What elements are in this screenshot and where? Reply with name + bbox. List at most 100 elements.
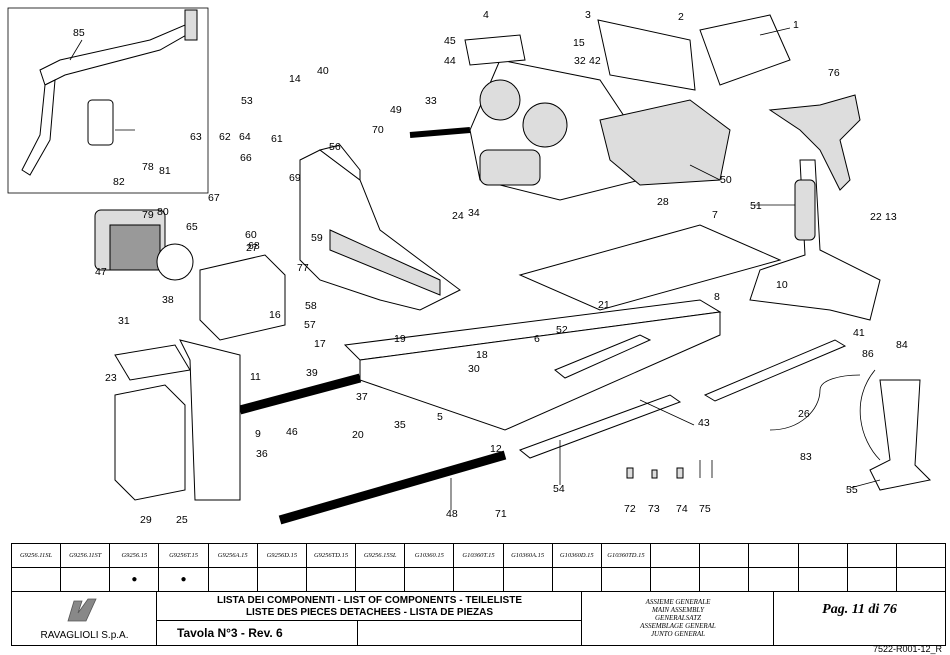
svg-text:72: 72 [624, 503, 636, 515]
code-cell [846, 543, 897, 568]
svg-text:54: 54 [553, 483, 565, 495]
applicability-marks-row: ● ● [10, 567, 947, 592]
svg-text:7: 7 [712, 209, 718, 221]
svg-text:83: 83 [800, 451, 812, 463]
code-cell: G9256TD.15 [305, 543, 357, 568]
mark-cell [748, 567, 799, 592]
svg-text:86: 86 [862, 348, 874, 360]
company-name: RAVAGLIOLI S.p.A. [40, 630, 129, 641]
svg-text:30: 30 [468, 363, 480, 375]
svg-text:16: 16 [269, 309, 281, 321]
page-number: Pag. 11 di 76 [822, 602, 897, 617]
model-codes-table: G9256.11SL G9256.11ST G9256.15 G9256T.15… [10, 543, 947, 592]
mark-cell [256, 567, 307, 592]
svg-text:55: 55 [846, 484, 858, 496]
assembly-label: ASSIEME GENERALE [645, 598, 711, 606]
table-revision: Tavola N°3 - Rev. 6 [177, 626, 283, 640]
svg-text:79: 79 [142, 209, 154, 221]
profile-41-drawing [703, 339, 847, 402]
code-cell [895, 543, 947, 568]
svg-text:18: 18 [476, 349, 488, 361]
exploded-assembly-drawing: 1 2 3 4 5 6 7 8 9 10 11 12 13 14 15 16 1… [7, 7, 932, 526]
cable-83-drawing [769, 374, 861, 431]
code-cell: G10360T.15 [453, 543, 504, 568]
list-title-line1: LISTA DEI COMPONENTI - LIST OF COMPONENT… [217, 595, 522, 606]
svg-text:74: 74 [676, 503, 688, 515]
mark-cell: ● [158, 567, 209, 592]
svg-text:37: 37 [356, 391, 368, 403]
svg-text:61: 61 [271, 133, 283, 145]
code-cell: G9256.11SL [10, 543, 62, 568]
code-cell: G9256.15 [109, 543, 160, 568]
svg-text:52: 52 [556, 324, 568, 336]
svg-text:27: 27 [246, 242, 258, 254]
mark-cell [404, 567, 455, 592]
svg-text:5: 5 [437, 411, 443, 423]
svg-text:80: 80 [157, 206, 169, 218]
inset-frame [7, 7, 209, 194]
svg-text:45: 45 [444, 35, 456, 47]
svg-text:10: 10 [776, 279, 788, 291]
svg-text:28: 28 [657, 196, 669, 208]
svg-text:67: 67 [208, 192, 220, 204]
svg-text:71: 71 [495, 508, 507, 520]
svg-text:38: 38 [162, 294, 174, 306]
small-plate-drawing [464, 34, 526, 66]
code-cell: G10360.15 [404, 543, 455, 568]
assembly-label: JUNTO GENERAL [650, 630, 706, 638]
enclosure-29-drawing [114, 339, 241, 501]
svg-text:58: 58 [305, 300, 317, 312]
svg-text:34: 34 [468, 207, 480, 219]
mark-cell [600, 567, 652, 592]
svg-text:6: 6 [534, 333, 540, 345]
svg-text:78: 78 [142, 161, 154, 173]
svg-text:14: 14 [289, 73, 301, 85]
mark-cell [453, 567, 504, 592]
svg-text:85: 85 [73, 27, 85, 39]
svg-text:9: 9 [255, 428, 261, 440]
svg-text:65: 65 [186, 221, 198, 233]
company-logo [67, 598, 97, 622]
svg-text:46: 46 [286, 426, 298, 438]
svg-text:81: 81 [159, 165, 171, 177]
assembly-cell: ASSIEME GENERALE MAIN ASSEMBLY GENERALSA… [582, 592, 774, 645]
svg-text:8: 8 [714, 291, 720, 303]
small-hardware-drawing [626, 460, 713, 479]
svg-text:51: 51 [750, 200, 762, 212]
mark-cell [699, 567, 750, 592]
shaft-46-drawing [238, 373, 362, 415]
svg-text:76: 76 [828, 67, 840, 79]
assembly-label: MAIN ASSEMBLY [651, 606, 705, 614]
svg-text:21: 21 [598, 299, 610, 311]
mark-cell [895, 567, 947, 592]
svg-text:32: 32 [574, 55, 586, 67]
bracket-plate-drawing [597, 19, 696, 91]
svg-text:48: 48 [446, 508, 458, 520]
svg-text:57: 57 [304, 319, 316, 331]
svg-text:33: 33 [425, 95, 437, 107]
divider [357, 621, 358, 645]
code-cell: G10360D.15 [551, 543, 602, 568]
svg-text:22: 22 [870, 211, 882, 223]
svg-text:29: 29 [140, 514, 152, 526]
svg-text:56: 56 [329, 141, 341, 153]
svg-text:84: 84 [896, 339, 908, 351]
svg-text:35: 35 [394, 419, 406, 431]
mark-cell [551, 567, 602, 592]
svg-text:53: 53 [241, 95, 253, 107]
svg-text:69: 69 [289, 172, 301, 184]
svg-text:3: 3 [585, 9, 591, 21]
assembly-label: GENERALSATZ [654, 614, 702, 622]
code-cell: G10360TD.15 [600, 543, 652, 568]
svg-text:73: 73 [648, 503, 660, 515]
page-cell: Pag. 11 di 76 [774, 592, 945, 645]
svg-text:50: 50 [720, 174, 732, 186]
svg-text:15: 15 [573, 37, 585, 49]
svg-text:36: 36 [256, 448, 268, 460]
swing-arm-drawing [21, 9, 198, 176]
code-cell: G9256T.15 [158, 543, 209, 568]
guard-plate-drawing [518, 224, 782, 311]
clamp-arm-drawing [749, 159, 881, 321]
svg-text:63: 63 [190, 131, 202, 143]
title-block: RAVAGLIOLI S.p.A. LISTA DEI COMPONENTI -… [11, 591, 946, 646]
